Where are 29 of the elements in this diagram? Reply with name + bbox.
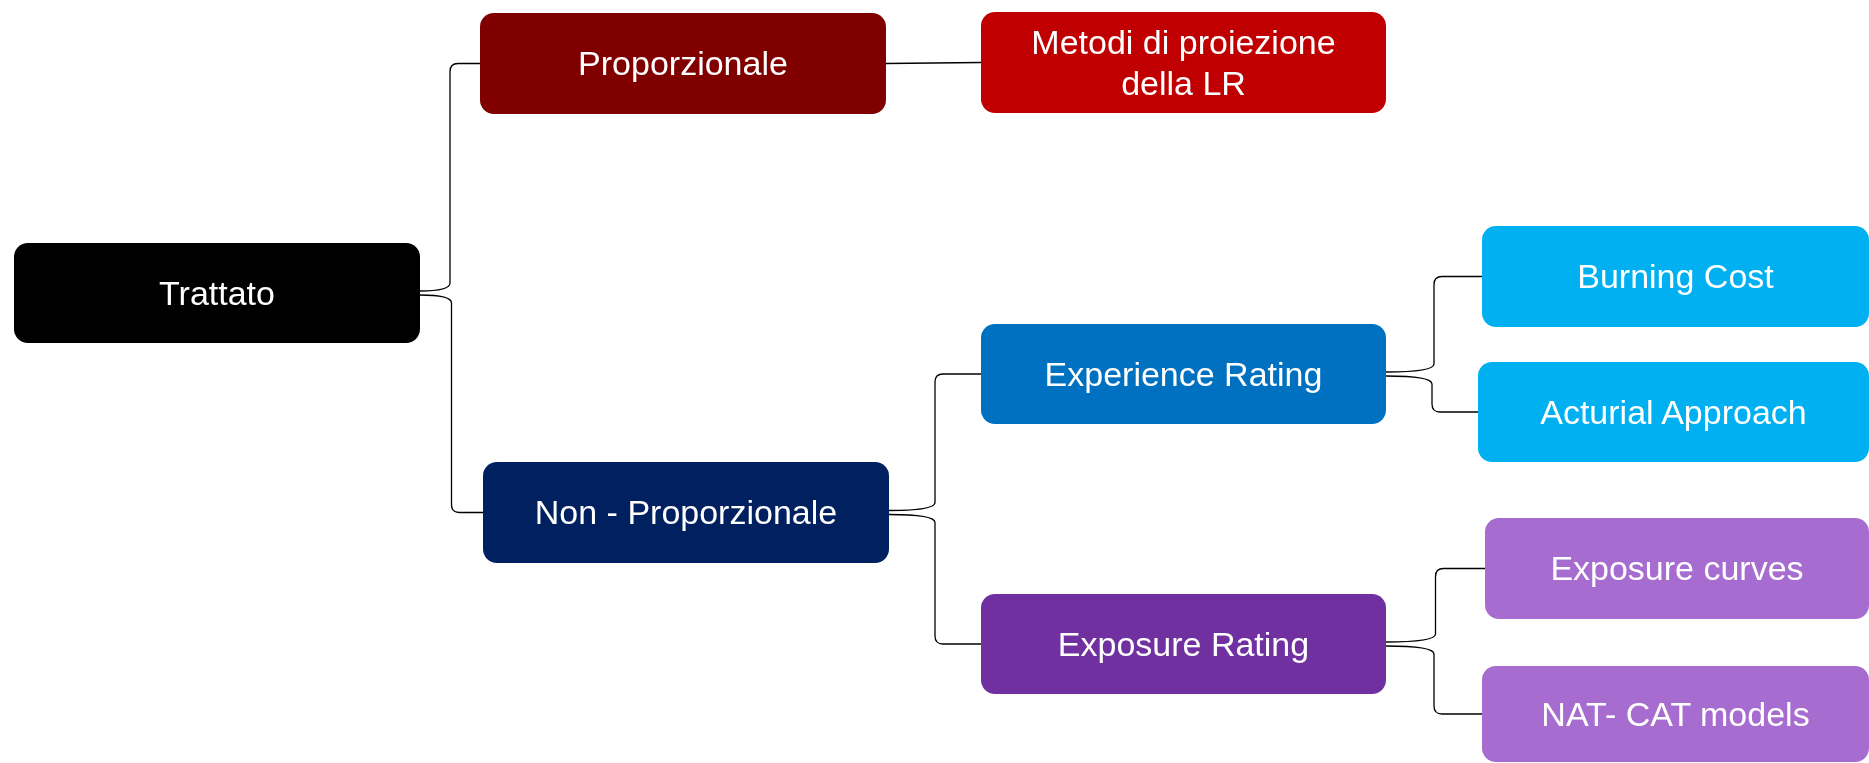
connector-line — [1385, 275, 1483, 373]
connector-line — [1385, 567, 1486, 643]
category-box — [981, 12, 1386, 113]
box-label: Metodi di proiezione della LR — [1030, 21, 1337, 104]
connector-line — [1385, 375, 1479, 413]
box-label: Proporzionale — [578, 43, 788, 84]
category-box — [14, 243, 420, 343]
box-label: Experience Rating — [1044, 353, 1323, 395]
category-box — [1478, 362, 1869, 462]
category-box — [981, 324, 1386, 424]
category-box — [981, 594, 1386, 694]
category-box — [1482, 226, 1869, 327]
connector-line — [1385, 645, 1483, 715]
connector-line — [888, 513, 982, 645]
box-label: Exposure Rating — [1057, 623, 1310, 665]
box-label: Trattato — [159, 272, 275, 314]
box-label: Non - Proporzionale — [534, 492, 838, 533]
box-label: Acturial Approach — [1540, 391, 1807, 433]
category-box — [483, 462, 889, 563]
category-box — [1482, 666, 1869, 762]
box-label: Exposure curves — [1550, 548, 1804, 589]
connector-line — [419, 62, 481, 292]
connector-line — [888, 373, 982, 512]
category-box — [480, 13, 886, 114]
box-label: NAT- CAT models — [1541, 693, 1810, 735]
box-label: Burning Cost — [1577, 256, 1774, 297]
connector-line — [885, 61, 982, 65]
category-box — [1485, 518, 1869, 619]
connector-line — [419, 294, 484, 514]
